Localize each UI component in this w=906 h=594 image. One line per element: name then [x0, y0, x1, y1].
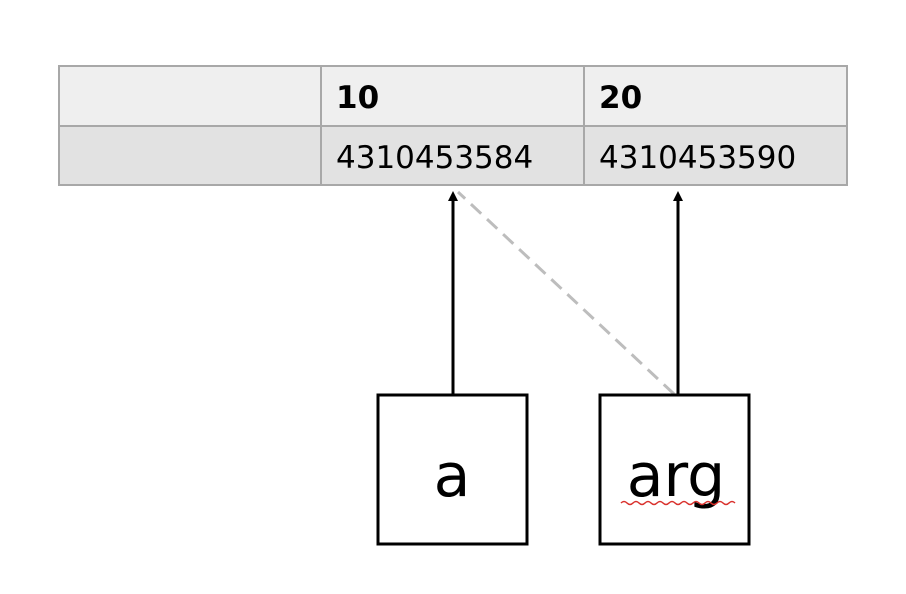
address-label-1: 4310453584	[336, 140, 533, 176]
spellcheck-underline	[620, 500, 736, 506]
table-address-cell-1	[320, 125, 585, 186]
table-header-cell-empty	[58, 65, 322, 127]
address-label-2: 4310453590	[599, 140, 796, 176]
variable-a-label: a	[434, 441, 471, 511]
memory-table: 10 20 4310453584 4310453590	[58, 65, 848, 186]
variable-arg-box	[598, 393, 751, 546]
old-pointer-arg-dashed	[456, 190, 676, 396]
table-header-cell-10	[320, 65, 585, 127]
variable-a: a	[376, 393, 529, 546]
value-label-20: 20	[599, 80, 642, 116]
variable-arg: arg	[598, 393, 751, 546]
table-address-cell-2	[583, 125, 848, 186]
variable-a-box	[376, 393, 529, 546]
table-header-cell-20	[583, 65, 848, 127]
table-address-cell-empty	[58, 125, 322, 186]
value-label-10: 10	[336, 80, 379, 116]
variable-arg-label: arg	[627, 441, 725, 511]
pointers	[448, 190, 683, 396]
